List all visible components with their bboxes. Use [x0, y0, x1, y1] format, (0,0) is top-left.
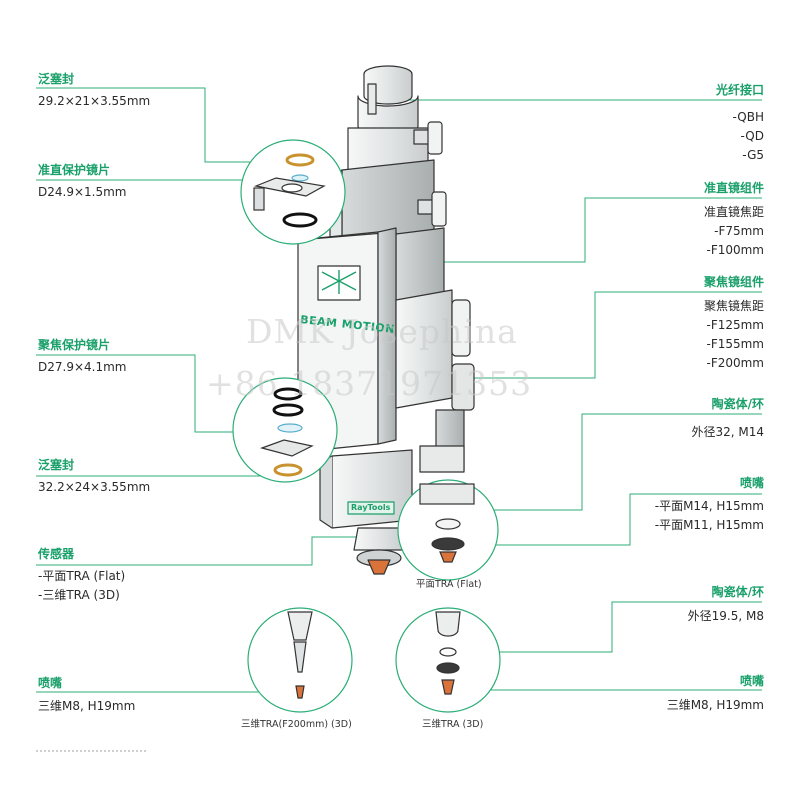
leader-sensor: [36, 536, 362, 566]
focus-item-f125: -F125mm: [706, 318, 764, 332]
sensor-item-flat: -平面TRA (Flat): [38, 569, 126, 583]
nozzle-2-title: 喷嘴: [739, 674, 764, 688]
focus-protect-title: 聚焦保护镜片: [38, 338, 111, 352]
ceramic-1-spec: 外径32, M14: [691, 425, 764, 439]
nozzle-2-spec: 三维M8, H19mm: [666, 698, 764, 712]
piston-seal-1-spec: 29.2×21×3.55mm: [38, 94, 151, 108]
sensor-title: 传感器: [38, 547, 75, 561]
callout-3d-f200-parts: [287, 611, 313, 699]
leader-ceramic-1: [444, 413, 762, 511]
callout-flat-parts: [419, 483, 475, 563]
nozzle-1-title: 喷嘴: [739, 476, 764, 490]
nozzle-left-spec: 三维M8, H19mm: [38, 699, 136, 713]
sensor-item-3d: -三维TRA (3D): [38, 588, 120, 602]
focus-item-f200: -F200mm: [706, 356, 764, 370]
focus-sub: 聚焦镜焦距: [703, 299, 764, 313]
callout-mid-left-parts: [260, 387, 314, 477]
piston-seal-2-spec: 32.2×24×3.55mm: [38, 480, 151, 494]
leader-nozzle-1: [450, 493, 762, 546]
focus-protect-spec: D27.9×4.1mm: [38, 360, 127, 374]
watermark-name: DMK Josephina: [246, 312, 518, 351]
collimator-sub: 准直镜焦距: [703, 205, 764, 219]
fiber-title: 光纤接口: [715, 83, 764, 97]
leader-collimator: [432, 197, 762, 263]
ceramic-2-title: 陶瓷体/环: [711, 585, 764, 599]
footer-dotted-line: [36, 750, 146, 752]
nozzle-1-item-m11: -平面M11, H15mm: [654, 518, 764, 532]
focus-title: 聚焦镜组件: [703, 275, 764, 289]
caption-3d: 三维TRA (3D): [422, 719, 484, 730]
callout-3d: [395, 607, 501, 713]
collimator-item-f100: -F100mm: [706, 243, 764, 257]
focus-item-f155: -F155mm: [706, 337, 764, 351]
callout-3d-parts: [435, 611, 461, 695]
leader-ceramic-2: [448, 601, 762, 653]
nozzle-left-title: 喷嘴: [38, 676, 63, 690]
caption-3d-f200: 三维TRA(F200mm) (3D): [241, 719, 352, 730]
ceramic-2-spec: 外径19.5, M8: [687, 609, 764, 623]
collimator-protect-title: 准直保护镜片: [38, 163, 111, 177]
collimator-protect-spec: D24.9×1.5mm: [38, 185, 127, 199]
fiber-item-qd: -QD: [740, 129, 764, 143]
callout-flat-nozzle: [397, 479, 499, 581]
ceramic-1-title: 陶瓷体/环: [711, 397, 764, 411]
watermark-phone: +86 18371971353: [206, 364, 533, 403]
collimator-item-f75: -F75mm: [714, 224, 764, 238]
callout-upper-left-parts: [253, 153, 326, 228]
caption-flat: 平面TRA (Flat): [416, 579, 482, 590]
piston-seal-1-title: 泛塞封: [38, 72, 75, 86]
maker-badge: RayTools: [351, 503, 391, 512]
nozzle-1-item-m14: -平面M14, H15mm: [654, 499, 764, 513]
collimator-title: 准直镜组件: [703, 181, 764, 195]
leader-lines-right: [390, 99, 762, 691]
fiber-item-g5: -G5: [742, 148, 764, 162]
piston-seal-2-title: 泛塞封: [38, 458, 75, 472]
leader-focus: [470, 291, 762, 379]
fiber-item-qbh: -QBH: [732, 110, 764, 124]
